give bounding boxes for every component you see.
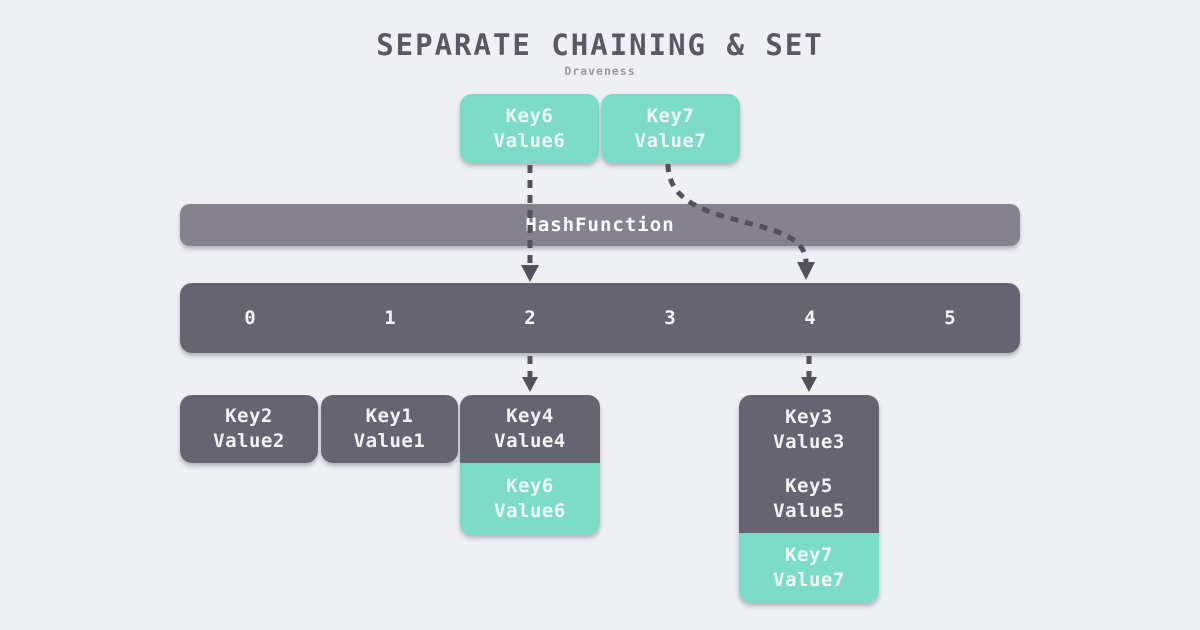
chain-entry: Key1 Value1 [321,395,458,463]
entry-key: Key3 [785,405,833,428]
chain-bucket-0: Key2 Value2 [180,395,318,463]
bucket-slot-4: 4 [804,307,816,329]
incoming-entry-key6: Key6 Value6 [460,94,599,163]
entry-key: Key2 [225,405,273,427]
entry-cell: Key6 Value6 [460,94,599,163]
entry-value: Value7 [634,129,707,152]
hash-function-label: HashFunction [525,214,675,236]
bucket-slot-3: 3 [664,307,676,329]
bucket-array-bar: 0 1 2 3 4 5 [180,283,1020,353]
bucket-slot-0: 0 [244,307,256,329]
chain-entry: Key2 Value2 [180,395,318,463]
entry-cell: Key7 Value7 [601,94,740,163]
entry-value: Value1 [353,430,426,452]
entry-key: Key4 [506,405,554,427]
entry-key: Key7 [785,544,833,566]
entry-key: Key7 [646,104,695,127]
hash-function-bar: HashFunction [180,204,1020,246]
entry-key: Key6 [505,104,554,127]
bucket-slot-5: 5 [944,307,956,329]
entry-key: Key1 [365,405,414,427]
arrowhead-key6-to-bucket2 [521,265,539,282]
bucket-slot-1: 1 [384,307,396,329]
chain-entry: Key3 Value3 [739,395,879,464]
entry-value: Value4 [494,430,566,452]
arrowhead-bucket4-to-chain [801,377,817,392]
chain-entry: Key4 Value4 [460,395,600,463]
bucket-slot-2: 2 [524,307,536,329]
chain-entry-highlighted: Key6 Value6 [460,463,600,535]
page-subtitle: Draveness [564,64,636,78]
chain-bucket-2: Key4 Value4 Key6 Value6 [460,395,600,535]
chain-bucket-1: Key1 Value1 [321,395,458,463]
entry-value: Value5 [773,499,845,522]
entry-value: Value7 [773,569,845,591]
arrowhead-key7-to-bucket4 [797,262,815,280]
chain-entry: Key5 Value5 [739,464,879,533]
page-title: SEPARATE CHAINING & SET [376,28,824,62]
chain-bucket-4: Key3 Value3 Key5 Value5 Key7 Value7 [739,395,879,603]
entry-value: Value6 [493,129,566,152]
chain-entry-highlighted: Key7 Value7 [739,533,879,603]
entry-key: Key6 [506,475,554,497]
entry-value: Value2 [213,430,285,452]
entry-value: Value3 [773,430,845,453]
entry-key: Key5 [785,474,833,497]
incoming-entry-key7: Key7 Value7 [601,94,740,163]
arrowhead-bucket2-to-chain [522,377,538,392]
entry-value: Value6 [494,500,566,522]
